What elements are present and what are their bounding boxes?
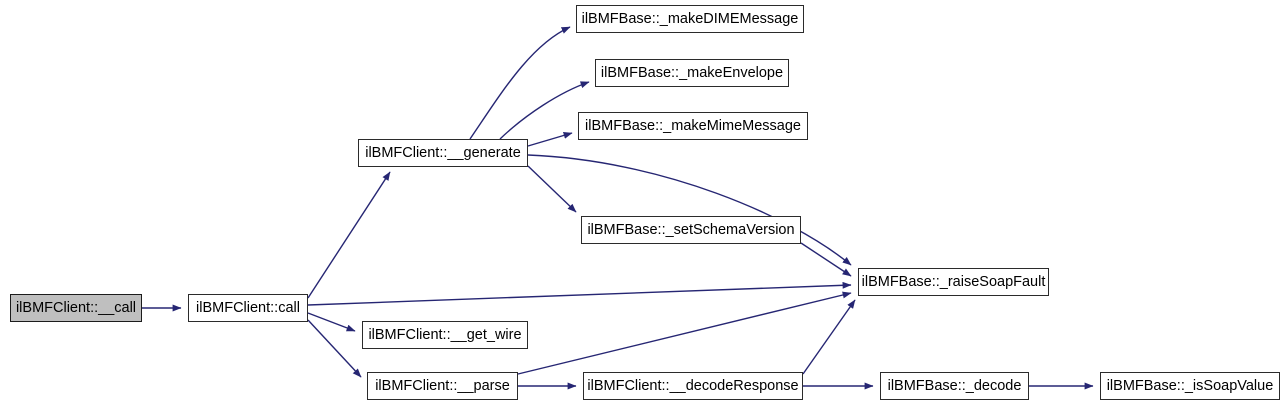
graph-node-label: ilBMFBase::_setSchemaVersion (587, 221, 795, 238)
graph-edge-call-to-get_wire (307, 312, 356, 332)
graph-node-label: ilBMFBase::_makeDIMEMessage (581, 10, 799, 27)
graph-edges (142, 26, 1094, 390)
graph-edge-setSchema-to-raiseSoapFault (800, 242, 852, 277)
graph-node-label: ilBMFBase::_raiseSoapFault (861, 273, 1046, 290)
graph-node-label: ilBMFClient::__get_wire (368, 326, 522, 343)
graph-node-decodeResponse[interactable]: ilBMFClient::__decodeResponse (583, 372, 803, 400)
graph-node-label: ilBMFBase::_makeEnvelope (600, 64, 784, 81)
graph-node-makeMime[interactable]: ilBMFBase::_makeMimeMessage (578, 112, 808, 140)
graph-node-setSchema[interactable]: ilBMFBase::_setSchemaVersion (581, 216, 801, 244)
graph-node-decode[interactable]: ilBMFBase::_decode (880, 372, 1029, 400)
graph-edge-generate-to-makeEnvelope (499, 81, 590, 140)
graph-edge-decodeResponse-to-raiseSoapFault (802, 299, 856, 375)
graph-node-makeEnvelope[interactable]: ilBMFBase::_makeEnvelope (595, 59, 789, 87)
graph-node-label: ilBMFClient::__call (15, 299, 137, 316)
graph-node-label: ilBMFClient::call (196, 299, 300, 316)
graph-node-isSoapValue[interactable]: ilBMFBase::_isSoapValue (1100, 372, 1280, 400)
graph-node-raiseSoapFault[interactable]: ilBMFBase::_raiseSoapFault (858, 268, 1049, 296)
graph-node-label: ilBMFClient::__parse (375, 377, 510, 394)
graph-edge-call-to-raiseSoapFault (307, 281, 852, 306)
graph-node-label: ilBMFBase::_makeMimeMessage (585, 117, 801, 134)
graph-node-label: ilBMFBase::_isSoapValue (1106, 377, 1274, 394)
graph-node-call_uu[interactable]: ilBMFClient::__call (10, 294, 142, 322)
graph-edge-generate-to-makeMime (527, 132, 573, 147)
graph-edge-call-to-parse (307, 319, 362, 378)
graph-node-generate[interactable]: ilBMFClient::__generate (358, 139, 528, 167)
graph-edge-parse-to-raiseSoapFault (517, 291, 852, 375)
graph-node-get_wire[interactable]: ilBMFClient::__get_wire (362, 321, 528, 349)
graph-edge-call-to-generate (307, 171, 391, 299)
graph-node-call[interactable]: ilBMFClient::call (188, 294, 308, 322)
graph-edge-generate-to-raiseSoapFault (527, 154, 852, 266)
graph-node-makeDIME[interactable]: ilBMFBase::_makeDIMEMessage (576, 5, 804, 33)
graph-node-label: ilBMFClient::__decodeResponse (587, 377, 799, 394)
graph-edge-generate-to-makeDIME (469, 26, 571, 140)
graph-node-label: ilBMFClient::__generate (365, 144, 521, 161)
graph-node-label: ilBMFBase::_decode (887, 377, 1022, 394)
graph-edge-generate-to-setSchema (527, 165, 577, 213)
graph-node-parse[interactable]: ilBMFClient::__parse (367, 372, 518, 400)
